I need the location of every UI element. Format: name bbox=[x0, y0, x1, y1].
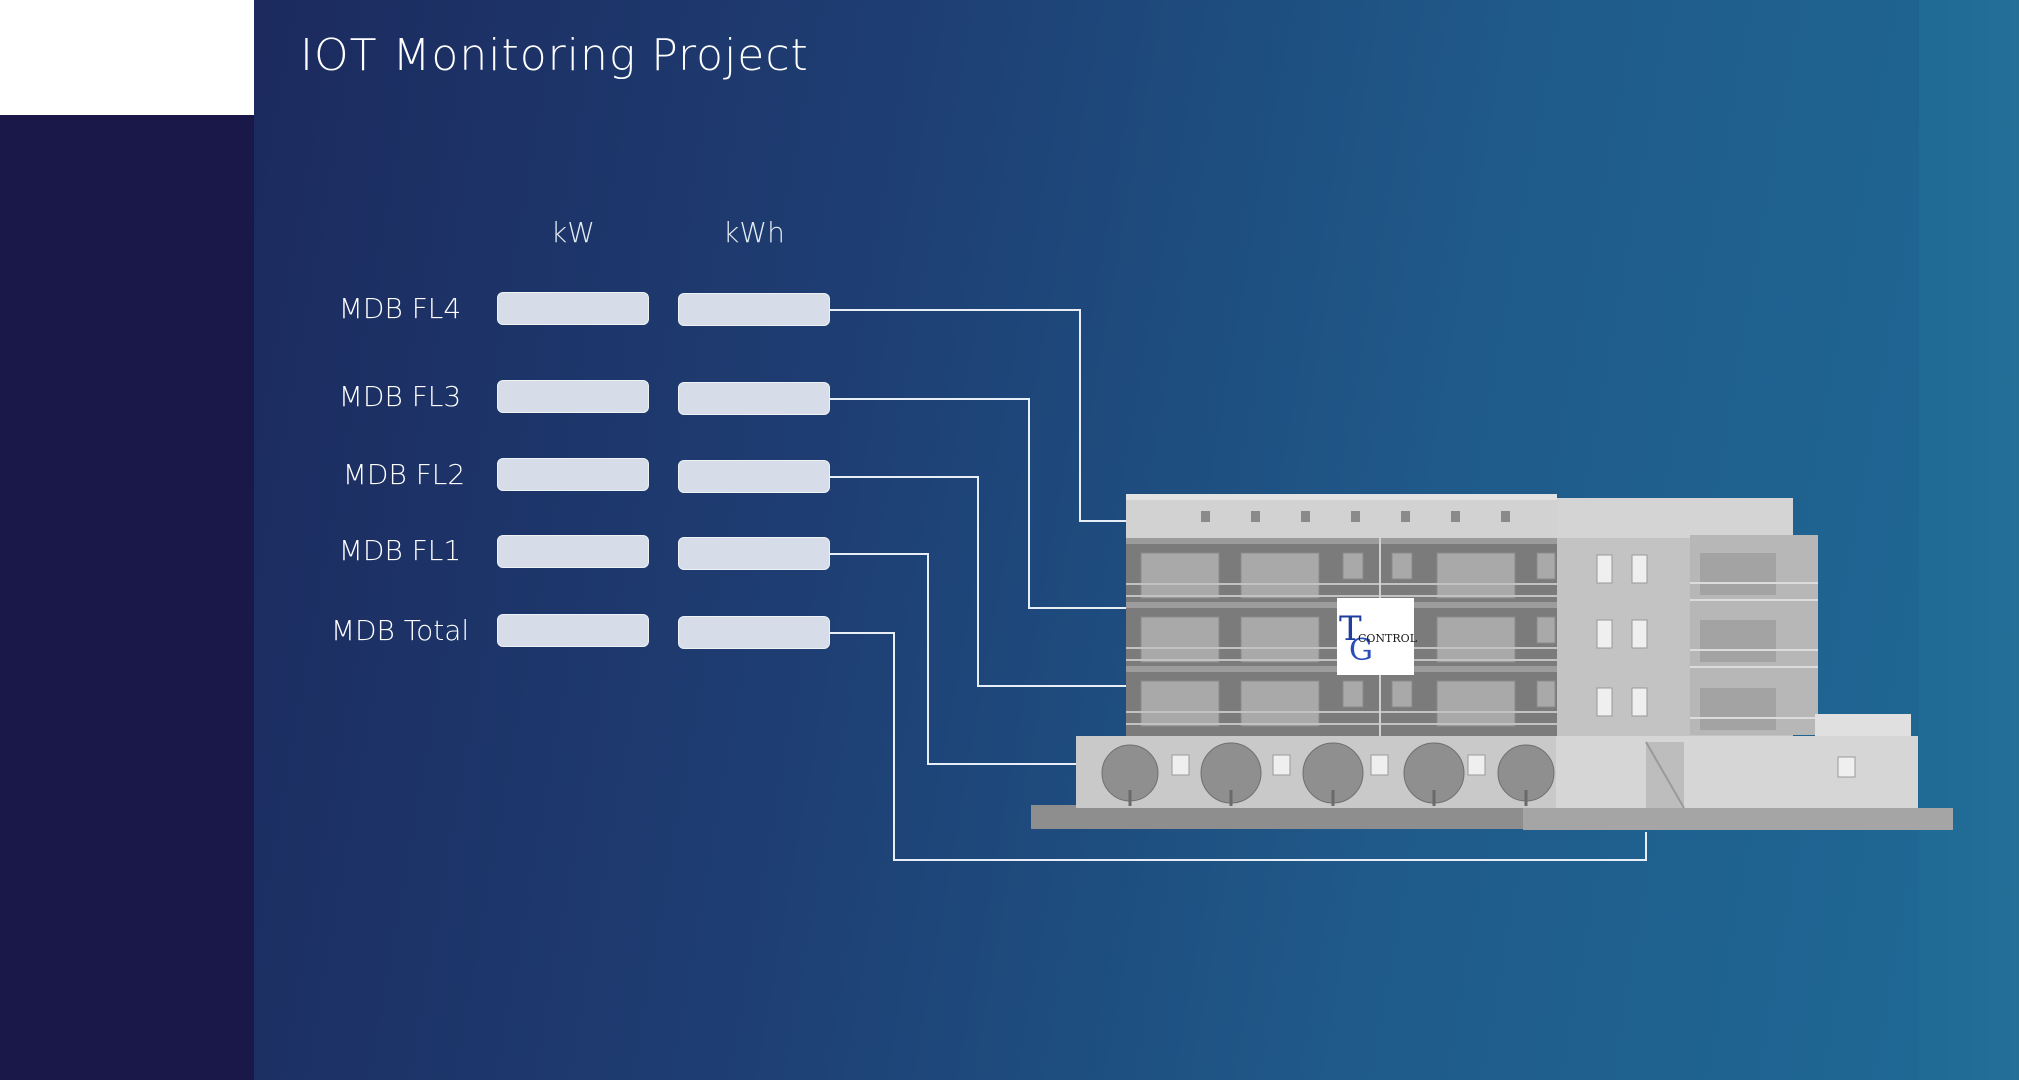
logo-placeholder bbox=[0, 0, 254, 115]
meter-label-fl3: MDB FL3 bbox=[338, 380, 462, 413]
meter-fl4-kwh-field[interactable] bbox=[678, 293, 830, 326]
meter-fl3-kw-field[interactable] bbox=[497, 380, 649, 413]
meter-label-fl2: MDB FL2 bbox=[342, 458, 466, 491]
meter-label-total: MDB Total bbox=[330, 614, 470, 647]
meter-fl4-kw-field[interactable] bbox=[497, 292, 649, 325]
svg-text:T: T bbox=[1339, 609, 1362, 649]
meter-label-fl4: MDB FL4 bbox=[338, 292, 462, 325]
meter-label-fl1: MDB FL1 bbox=[338, 534, 462, 567]
meter-fl1-kwh-field[interactable] bbox=[678, 537, 830, 570]
company-logo-text: CONTROL bbox=[1358, 632, 1418, 645]
right-edge bbox=[1919, 0, 2019, 1080]
meter-fl3-kwh-field[interactable] bbox=[678, 382, 830, 415]
page-title: IOT Monitoring Project bbox=[300, 30, 809, 81]
svg-text:G: G bbox=[1349, 633, 1373, 668]
sidebar bbox=[0, 0, 254, 1080]
meter-total-kw-field[interactable] bbox=[497, 614, 649, 647]
meter-fl2-kwh-field[interactable] bbox=[678, 460, 830, 493]
meter-total-kwh-field[interactable] bbox=[678, 616, 830, 649]
company-logo: T G CONTROL bbox=[1337, 598, 1418, 675]
meter-fl1-kw-field[interactable] bbox=[497, 535, 649, 568]
column-header-kw: kW bbox=[551, 216, 595, 249]
column-header-kwh: kWh bbox=[723, 216, 785, 249]
meter-fl2-kw-field[interactable] bbox=[497, 458, 649, 491]
